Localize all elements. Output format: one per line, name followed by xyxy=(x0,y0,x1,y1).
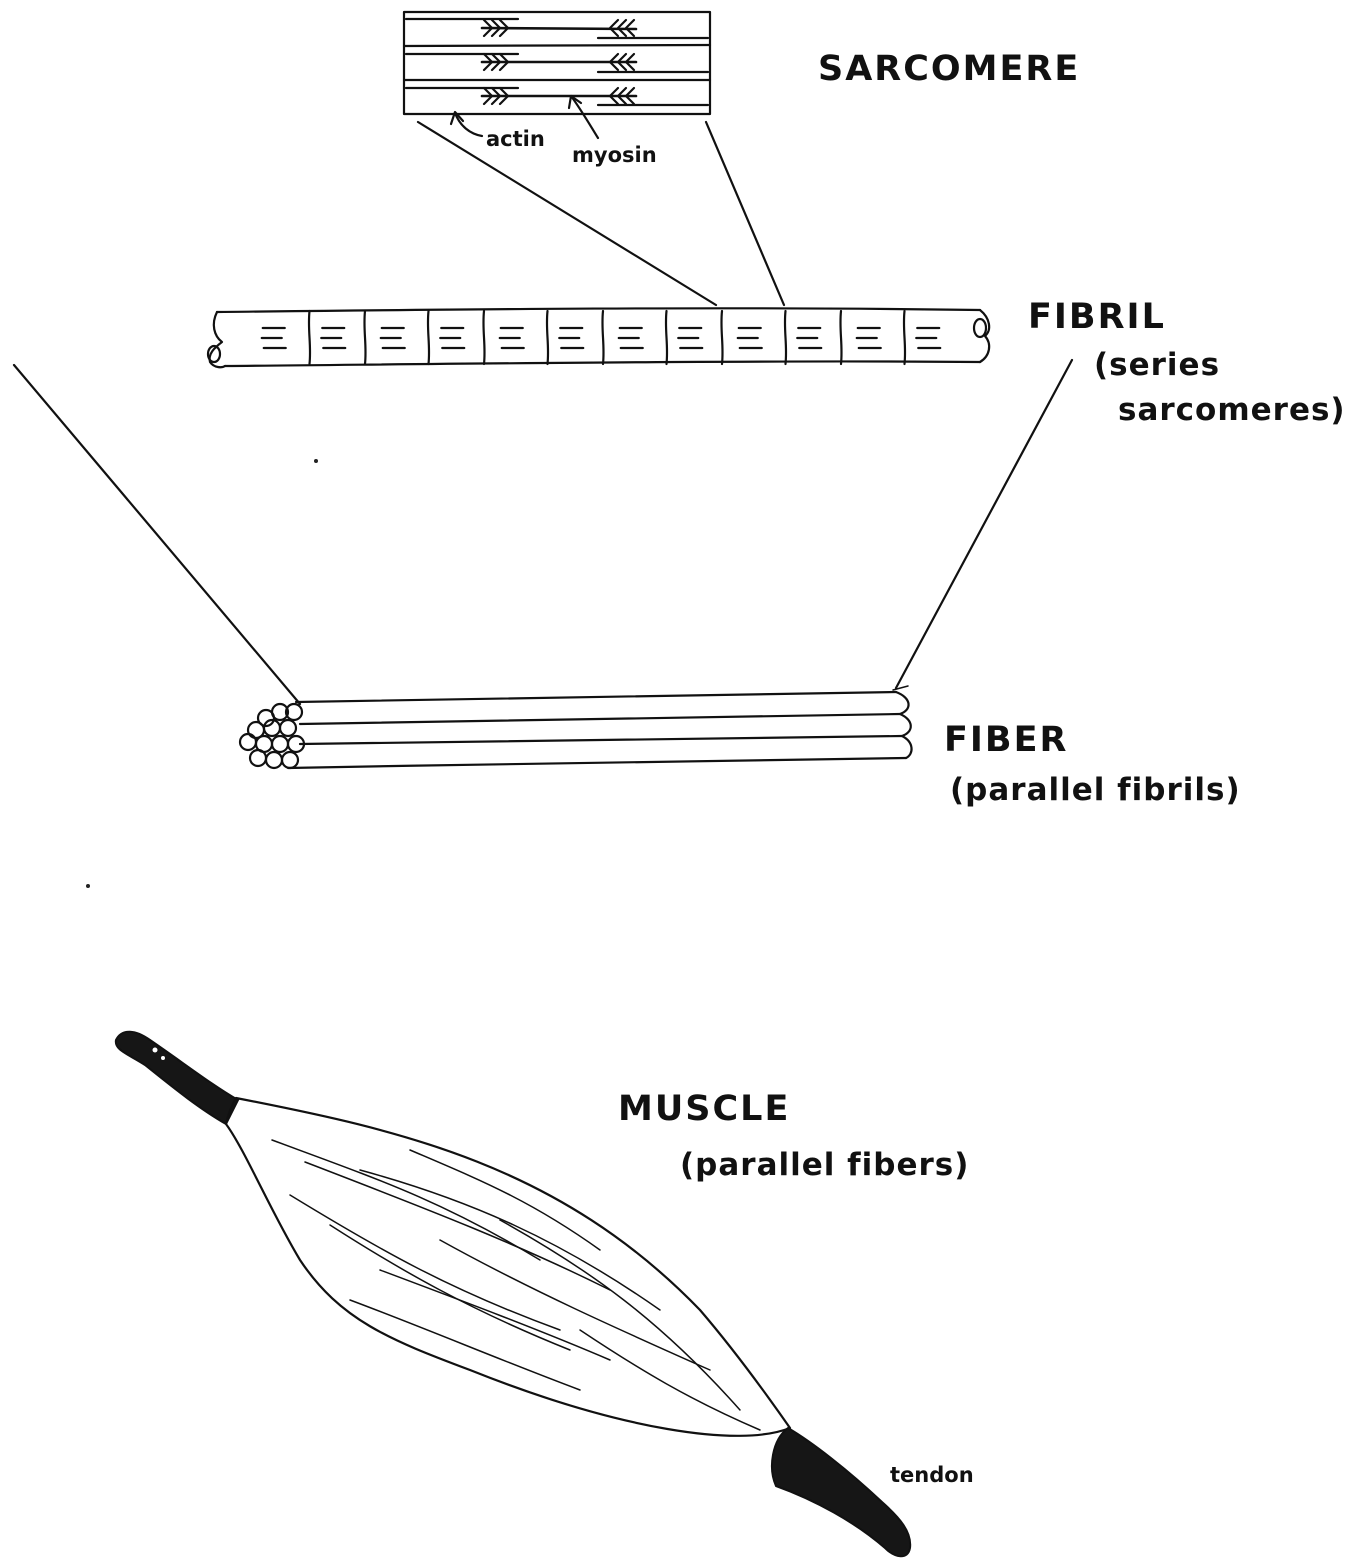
fibril-band-mark xyxy=(797,328,821,348)
fibril-cross-section xyxy=(282,752,298,768)
muscle-tendon-lower xyxy=(772,1428,910,1556)
muscle-sublabel: (parallel fibers) xyxy=(680,1147,969,1183)
fibril-band-mark xyxy=(559,328,583,348)
fibril-sublabel-line1: (series xyxy=(1094,347,1220,383)
muscle-label: MUSCLE xyxy=(618,1089,790,1129)
fibril-z-line xyxy=(666,311,667,364)
fibril-z-line xyxy=(840,311,841,364)
fibril-label: FIBRIL xyxy=(1028,297,1166,337)
fiber-fibril-ends xyxy=(240,704,304,768)
fiber-label: FIBER xyxy=(944,720,1068,760)
fibril-band-marks xyxy=(262,328,941,348)
fibril-z-line xyxy=(309,311,310,364)
fibril-band-mark xyxy=(678,328,702,348)
fibril-cross-section xyxy=(250,750,266,766)
fibril-z-line xyxy=(785,311,786,364)
fibril-cross-section xyxy=(272,736,288,752)
fibril-zoom-lines xyxy=(14,360,1072,704)
fibril-z-line xyxy=(547,311,548,364)
fibril-cross-section xyxy=(240,734,256,750)
fiber-illustration xyxy=(240,686,912,768)
muscle-tendon-upper xyxy=(116,1032,238,1124)
myosin-label: myosin xyxy=(572,143,657,167)
tendon-label: tendon xyxy=(890,1463,974,1487)
fibril-cross-section xyxy=(280,720,296,736)
fibril-z-line xyxy=(364,311,365,364)
fibril-band-mark xyxy=(440,328,464,348)
fibril-illustration xyxy=(208,308,989,367)
fibril-band-mark xyxy=(500,328,524,348)
fibril-band-mark xyxy=(262,328,286,348)
fibril-cross-section xyxy=(266,752,282,768)
actin-label: actin xyxy=(486,127,545,151)
sarcomere-label: SARCOMERE xyxy=(818,49,1080,89)
fibril-sublabel-line2: sarcomeres) xyxy=(1118,392,1346,428)
fibril-band-mark xyxy=(738,328,762,348)
fibril-z-line xyxy=(483,311,484,364)
fibril-z-line xyxy=(602,311,603,364)
fibril-band-mark xyxy=(381,328,405,348)
fibril-band-mark xyxy=(916,328,940,348)
fibril-z-line xyxy=(904,311,905,364)
fiber-sublabel: (parallel fibrils) xyxy=(950,772,1241,808)
muscle-illustration xyxy=(116,1032,910,1557)
fibril-band-mark xyxy=(321,328,345,348)
fibril-band-mark xyxy=(619,328,643,348)
sarcomere-illustration xyxy=(404,12,710,138)
fibril-band-mark xyxy=(857,328,881,348)
fibril-z-line xyxy=(428,311,429,364)
fibril-z-line xyxy=(721,311,722,364)
